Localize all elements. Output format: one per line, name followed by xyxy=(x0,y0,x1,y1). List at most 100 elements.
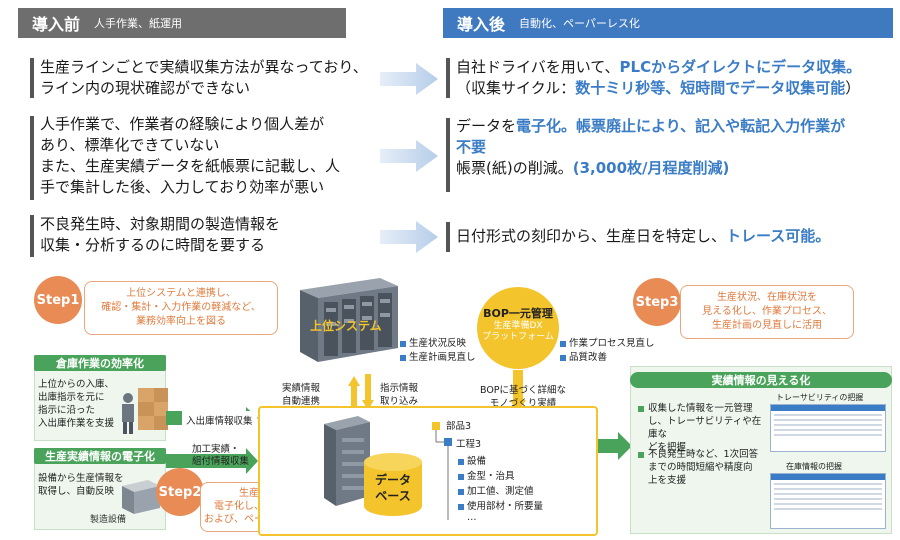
row2-after-3b: (3,000枚/月程度削減) xyxy=(572,159,730,177)
bop-item-1: 作業プロセス見直し xyxy=(560,335,655,349)
row2-before-line1: 人手作業で、作業者の経験により個人差が xyxy=(40,115,325,133)
server-rack-icon xyxy=(300,278,398,362)
bullet-icon xyxy=(400,340,406,347)
row1-after-1a: 自社ドライバを用いて、 xyxy=(456,58,620,76)
right-arrow-label: 指示情報 取り込み xyxy=(380,382,418,408)
row2-before-line4: 手で集計した後、入力しており効率が悪い xyxy=(40,178,325,196)
step3-bubble: 生産状況、在庫状況を 見える化し、作業プロセス、 生産計画の見直しに活用 xyxy=(680,285,854,339)
before-subtitle: 人手作業、紙運用 xyxy=(94,17,183,30)
warehouse-text: 上位からの入庫、 出庫指示を元に 指示に沿った 入出庫作業を支援 xyxy=(38,378,114,430)
step3-badge: Step3 xyxy=(633,278,681,326)
screen2-label: 在庫情報の把握 xyxy=(786,462,842,471)
row3-after-bar xyxy=(446,222,450,252)
database-line1: データ xyxy=(374,473,411,487)
tree-node-icon xyxy=(458,473,464,480)
bop-down-arrow-icon xyxy=(510,370,526,412)
row1-after-2a: （収集サイクル： xyxy=(456,79,576,97)
bop-circle: BOP一元管理 生産準備DX プラットフォーム xyxy=(477,287,559,369)
up-down-arrows-icon xyxy=(348,374,374,412)
bop-title: BOP一元管理 xyxy=(483,307,553,320)
upper-item-1: 生産状況反映 xyxy=(400,335,466,349)
digital-flow-label: 加工実績・ 組付情報収集 xyxy=(188,442,253,470)
tree-lines-icon xyxy=(432,422,452,520)
step1-line3: 業務効率向上を図る xyxy=(136,316,226,327)
visual-point-2-line3: 上を支援 xyxy=(648,475,687,486)
row3-before-text: 不良発生時、対象期間の製造情報を 収集・分析するのに時間を要する xyxy=(40,214,280,256)
bullet-icon xyxy=(400,354,406,361)
row1-after-text: 自社ドライバを用いて、PLCからダイレクトにデータ収集。 （収集サイクル：数十ミ… xyxy=(456,57,861,99)
warehouse-flow-label: 入出庫情報収集 xyxy=(182,411,257,429)
visual-point-1-line3: どを把握 xyxy=(648,442,687,453)
bop-item-2: 品質改善 xyxy=(560,349,607,363)
tree-node-icon xyxy=(458,458,464,465)
row1-before-bar xyxy=(30,58,34,98)
digital-flow-arrow-icon xyxy=(166,448,258,474)
digital-text: 設備から生産情報を 取得し、自動反映 xyxy=(38,472,124,498)
digital-title: 生産実績情報の電子化 xyxy=(34,448,166,464)
tree-node-icon xyxy=(458,488,464,495)
row1-after-2c: ） xyxy=(845,79,861,97)
row3-after-text: 日付形式の刻印から、生産日を特定し、トレース可能。 xyxy=(456,226,830,247)
warehouse-line4: 入出庫作業を支援 xyxy=(38,418,115,429)
worker-boxes-icon xyxy=(122,388,168,434)
row3-arrow-icon xyxy=(380,221,438,253)
after-subtitle: 自動化、ペーパーレス化 xyxy=(519,17,640,30)
right-arrow-line2: 取り込み xyxy=(380,396,419,407)
warehouse-line3: 指示に沿った xyxy=(38,405,96,416)
step3-line1: 生産状況、在庫状況を xyxy=(717,292,817,303)
step1-bubble: 上位システムと連携し、 確認・集計・入力作業の軽減など、 業務効率向上を図る xyxy=(84,281,278,335)
digital-flow-line1: 加工実績・ xyxy=(192,444,240,455)
step3-line2: 見える化し、作業プロセス、 xyxy=(702,306,832,317)
database-cylinder-icon xyxy=(364,453,422,516)
before-title: 導入前 xyxy=(32,15,81,34)
warehouse-title: 倉庫作業の効率化 xyxy=(34,355,166,371)
database-line2: ベース xyxy=(375,489,411,503)
row3-before-line1: 不良発生時、対象期間の製造情報を xyxy=(40,215,281,233)
row3-after-1b: トレース可能。 xyxy=(726,227,831,245)
tree-node-icon xyxy=(458,503,464,510)
after-header: 導入後 自動化、ペーパーレス化 xyxy=(443,8,893,38)
after-title: 導入後 xyxy=(457,15,506,34)
bop-sub1: 生産準備DX xyxy=(493,321,543,331)
row2-after-text: データを電子化。帳票廃止により、記入や転記入力作業が 不要 帳票(紙)の削減。(… xyxy=(456,116,845,179)
row1-before-line2: ライン内の現状確認ができない xyxy=(40,79,251,97)
bop-sub2: プラットフォーム xyxy=(482,332,554,342)
right-arrow-line1: 指示情報 xyxy=(380,383,419,394)
row2-before-line2: あり、標準化できていない xyxy=(40,136,220,154)
row1-before-text: 生産ラインごとで実績収集方法が異なっており、 ライン内の現状確認ができない xyxy=(40,57,368,99)
row3-before-line2: 収集・分析するのに時間を要する xyxy=(40,236,266,254)
bullet-icon xyxy=(638,406,644,412)
left-arrow-label: 実績情報 自動連携 xyxy=(282,382,320,408)
bop-arrow-line2: モノづくり実績 xyxy=(489,398,557,409)
left-arrow-line2: 自動連携 xyxy=(282,396,321,407)
step2-badge: Step2 xyxy=(156,468,204,516)
warehouse-line2: 出庫指示を元に xyxy=(38,392,105,403)
screen1-label: トレーサビリティの把握 xyxy=(776,393,864,402)
row2-after-3a: 帳票(紙)の削減。 xyxy=(456,159,573,177)
database-label: データ ベース xyxy=(372,472,414,504)
row2-before-text: 人手作業で、作業者の経験により個人差が あり、標準化できていない また、生産実績… xyxy=(40,114,340,198)
visual-point-1: 収集した情報を一元管理 し、トレーサビリティや在庫な どを把握 xyxy=(638,402,766,454)
row2-after-1a: データを xyxy=(456,117,517,135)
tree-process: 工程3 xyxy=(456,439,482,450)
database-frame xyxy=(258,406,598,536)
row2-after-2b: 不要 xyxy=(456,138,487,156)
left-arrow-line1: 実績情報 xyxy=(282,383,321,394)
bop-arrow-label: BOPに基づく詳細な モノづくり実績 xyxy=(478,384,568,410)
step1-badge: Step1 xyxy=(34,276,82,324)
bullet-icon xyxy=(560,354,566,361)
database-server-icon xyxy=(324,416,370,506)
screen1-thumbnail xyxy=(770,404,886,452)
tree-children: 設備 金型・治具 加工値、測定値 使用部材・所要量 … xyxy=(458,454,543,522)
row1-before-line1: 生産ラインごとで実績収集方法が異なっており、 xyxy=(40,58,368,76)
row3-after-1a: 日付形式の刻印から、生産日を特定し、 xyxy=(456,227,727,245)
screen2-thumbnail xyxy=(770,473,886,529)
upper-item-2: 生産計画見直し xyxy=(400,349,476,363)
step1-line1: 上位システムと連携し、 xyxy=(126,288,236,299)
visual-title: 実績情報の見える化 xyxy=(630,372,892,388)
row2-after-1b: 電子化。帳票廃止により、記入や転記入力作業が xyxy=(516,117,846,135)
bop-arrow-line1: BOPに基づく詳細な xyxy=(479,385,567,396)
upper-system-label: 上位システム xyxy=(310,319,382,333)
step3-line3: 生産計画の見直しに活用 xyxy=(712,320,822,331)
digital-line1: 設備から生産情報を xyxy=(38,473,124,484)
